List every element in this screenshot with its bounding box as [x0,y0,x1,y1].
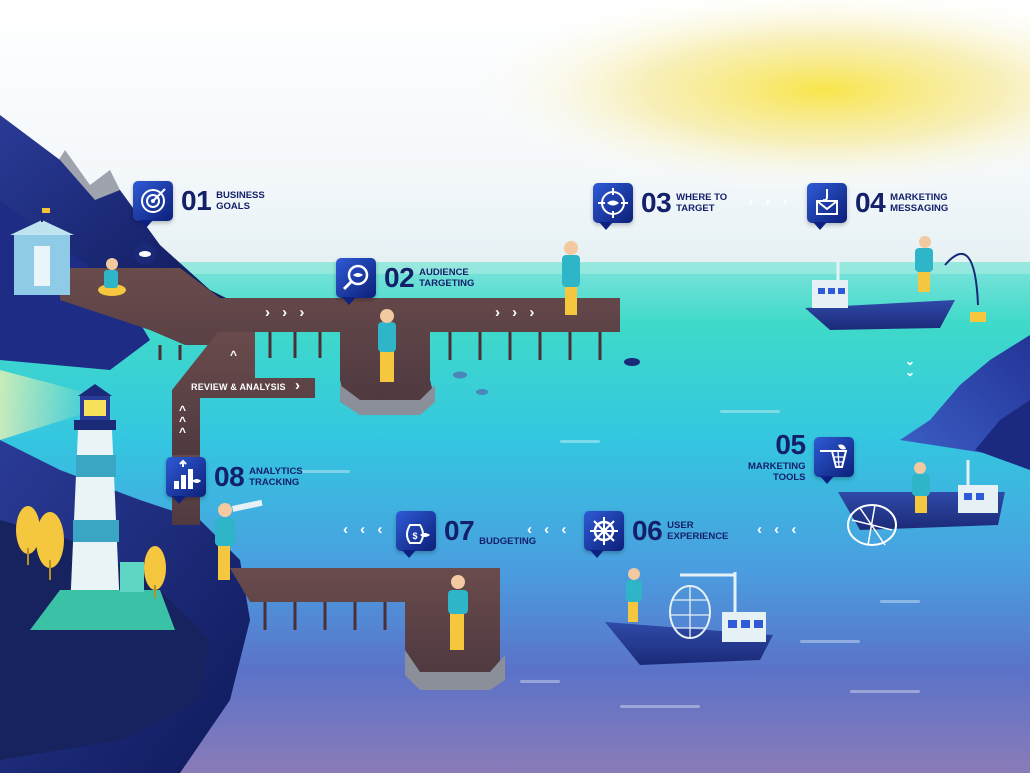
step-number: 04 [855,187,886,218]
svg-text:$: $ [412,531,417,541]
pier-top-deck [60,268,620,400]
flow-arrow-left: ‹ ‹ ‹ [757,521,801,538]
boat-marketing-messaging [805,252,986,330]
envelope-hook-icon [807,183,847,230]
pier-review-connector [172,332,315,455]
step-number: 05 [775,429,806,460]
fishing-net-icon [813,437,854,484]
growth-chart-icon [166,457,206,504]
target-icon [133,181,173,228]
flow-arrow-right: › › › [495,304,539,321]
boat-user-experience [605,572,773,665]
flow-arrow-up: ^^^ [179,403,187,439]
flow-arrow-right: › › › [748,193,792,210]
flow-arrow-right: › [295,377,304,394]
lighthouse [30,384,175,630]
money-bag-fish-icon: $ [396,511,436,558]
step-number: 06 [632,515,663,546]
step-number: 03 [641,187,672,218]
step-number: 01 [181,185,212,216]
flow-arrow-down: ⌄⌄ [905,354,916,379]
step-label: BUDGETING [479,536,537,547]
step-07[interactable]: $ 07 BUDGETING [396,511,537,558]
ship-wheel-icon [584,511,624,558]
flow-arrow-left: ‹ ‹ ‹ [343,521,387,538]
fish-jumping [624,358,640,366]
step-number: 02 [384,262,415,293]
magnifier-icon [336,258,376,305]
pier-bottom-deck [230,568,500,672]
step-number: 08 [214,461,245,492]
step-number: 07 [444,515,475,546]
flow-arrow-right: › › › [265,304,309,321]
beach-hut [10,208,74,295]
flow-arrow-left: ‹ ‹ ‹ [527,521,571,538]
crosshair-icon [593,183,633,230]
flow-arrow-up: ^ [230,348,238,362]
review-analysis-label: REVIEW & ANALYSIS [191,382,286,392]
